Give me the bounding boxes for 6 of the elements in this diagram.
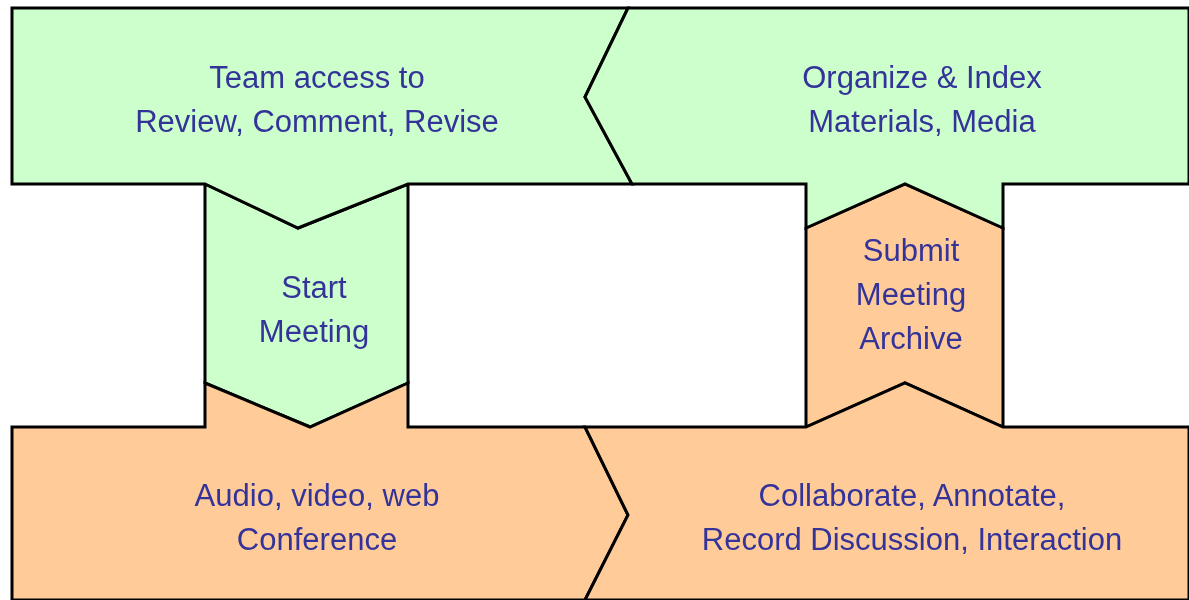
- step-label: Start Meeting: [258, 269, 370, 351]
- step-label: Submit Meeting Archive: [855, 232, 967, 358]
- step-label: Organize & Index Materials, Media: [802, 59, 1042, 141]
- step-label: Audio, video, web Conference: [194, 477, 440, 559]
- step-label: Collaborate, Annotate, Record Discussion, Interaction: [701, 477, 1123, 559]
- step-label: Team access to Review, Comment, Revise: [135, 59, 499, 141]
